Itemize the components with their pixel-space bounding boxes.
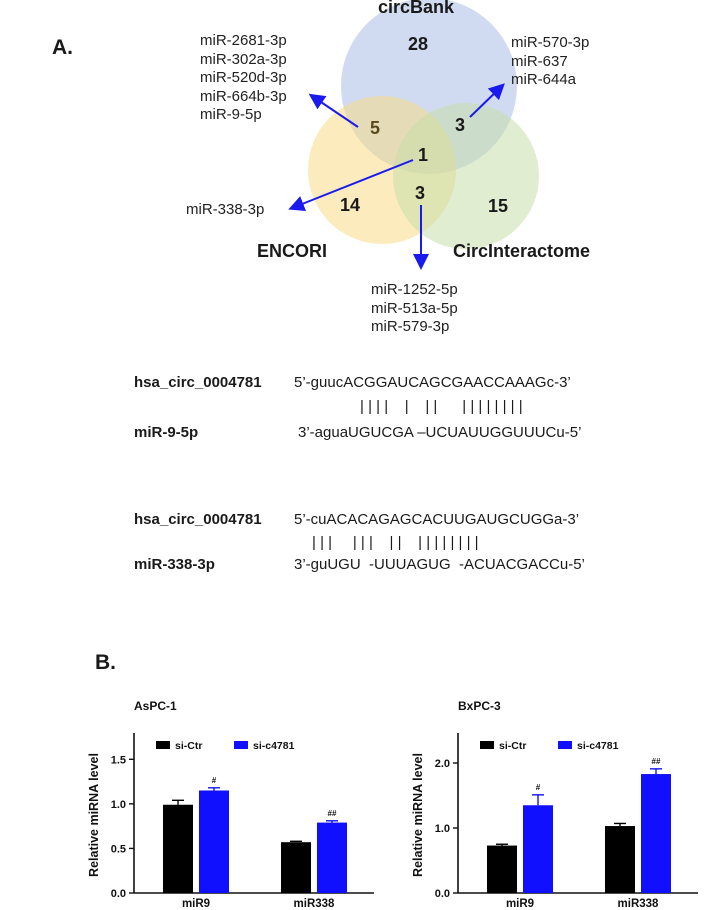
bar [641, 774, 671, 893]
count-circbank-circinteractome: 3 [455, 115, 466, 135]
arrow-circbank-circinteractome [469, 83, 505, 118]
mirna-list-encori-circinteractome: miR-1252-5p miR-513a-5p miR-579-3p [371, 281, 458, 337]
bar [199, 790, 229, 893]
legend-label: si-Ctr [175, 740, 202, 752]
alignment-2-pairing: | | | | | | | | | | | | | | | | [312, 534, 479, 551]
y-tick-label: 1.0 [435, 823, 450, 835]
arrow-circbank-encori [308, 93, 359, 128]
bar [281, 842, 311, 893]
mirna-item: miR-644a [511, 71, 577, 88]
y-tick-label: 0.5 [111, 843, 126, 855]
alignment-2-mir-seq: 3’-guUGU -UUUAGUG -ACUACGACCu-5’ [294, 556, 585, 573]
significance-label: # [212, 776, 217, 785]
bar [605, 826, 635, 893]
mirna-item: miR-2681-3p [200, 32, 287, 49]
y-tick-label: 0.0 [435, 888, 450, 900]
y-axis-label: Relative miRNA level [87, 753, 101, 877]
count-circbank-only: 28 [408, 34, 429, 54]
panel-b-label: B. [95, 651, 116, 674]
y-tick-label: 2.0 [435, 758, 450, 770]
y-tick-label: 1.0 [111, 799, 126, 811]
count-encori-circinteractome: 3 [415, 183, 426, 203]
circinteractome-label: CircInteractome [453, 241, 591, 261]
mirna-item: miR-637 [511, 52, 568, 70]
legend-swatch [480, 741, 494, 749]
mirna-item: miR-570-3p [511, 34, 590, 51]
bar [487, 845, 517, 893]
encori-label: ENCORI [257, 241, 328, 261]
panel-a-label: A. [52, 36, 73, 59]
count-encori-only: 14 [340, 195, 361, 215]
alignment-1-pairing: | | | | | | | | | | | | | | | [360, 398, 523, 415]
mirna-item: miR-1252-5p [371, 281, 458, 298]
mirna-list-circbank-circinteractome: miR-570-3p miR-637 miR-644a [511, 34, 589, 90]
x-tick-label: miR9 [506, 898, 534, 910]
mirna-list-all-three: miR-338-3p [186, 201, 264, 220]
alignment-2-circ-seq: 5’-cuACACAGAGCACUUGAUGCUGGa-3’ [294, 511, 580, 528]
alignment-2-circ-name: hsa_circ_0004781 [134, 511, 262, 528]
x-tick-label: miR9 [182, 898, 210, 910]
mirna-item: miR-579-3p [371, 318, 450, 335]
significance-label: ## [652, 757, 661, 766]
arrow-all-three [288, 159, 414, 212]
bar [523, 805, 553, 893]
significance-label: ## [328, 809, 337, 818]
legend-swatch [234, 741, 248, 749]
bar [317, 822, 347, 893]
mirna-item: miR-520d-3p [200, 69, 287, 86]
legend-label: si-c4781 [577, 740, 619, 752]
mirna-item: miR-338-3p [186, 201, 265, 218]
alignment-1-mir-name: miR-9-5p [134, 424, 199, 441]
bar [163, 804, 193, 893]
alignment-1-mir-seq: 3’-aguaUGUCGA –UCUAUUGGUUUCu-5’ [298, 424, 582, 441]
mirna-item: miR-9-5p [200, 106, 262, 123]
legend-swatch [156, 741, 170, 749]
circbank-label: circBank [378, 0, 455, 17]
count-circinteractome-only: 15 [488, 196, 509, 216]
count-all-three: 1 [418, 145, 429, 165]
x-tick-label: miR338 [618, 898, 660, 910]
alignment-2-mir-name: miR-338-3p [134, 556, 215, 573]
mirna-item: miR-664b-3p [200, 87, 287, 105]
count-circbank-encori: 5 [370, 118, 381, 138]
chart-title: BxPC-3 [458, 699, 501, 713]
y-tick-label: 0.0 [111, 888, 126, 900]
mirna-list-circbank-encori: miR-2681-3p miR-302a-3p miR-520d-3p miR-… [200, 32, 287, 125]
legend-label: si-c4781 [253, 740, 295, 752]
x-tick-label: miR338 [294, 898, 336, 910]
legend-swatch [558, 741, 572, 749]
chart-title: AsPC-1 [134, 699, 177, 713]
circinteractome-circle [393, 103, 539, 249]
venn-diagram [288, 0, 539, 270]
mirna-item: miR-513a-5p [371, 299, 458, 317]
alignment-1-circ-seq: 5’-guucACGGAUCAGCGAACCAAAGc-3’ [294, 374, 571, 391]
significance-label: # [536, 783, 541, 792]
mirna-item: miR-302a-3p [200, 50, 287, 68]
legend-label: si-Ctr [499, 740, 526, 752]
y-axis-label: Relative miRNA level [411, 753, 425, 877]
y-tick-label: 1.5 [111, 754, 126, 766]
alignment-1-circ-name: hsa_circ_0004781 [134, 374, 262, 391]
